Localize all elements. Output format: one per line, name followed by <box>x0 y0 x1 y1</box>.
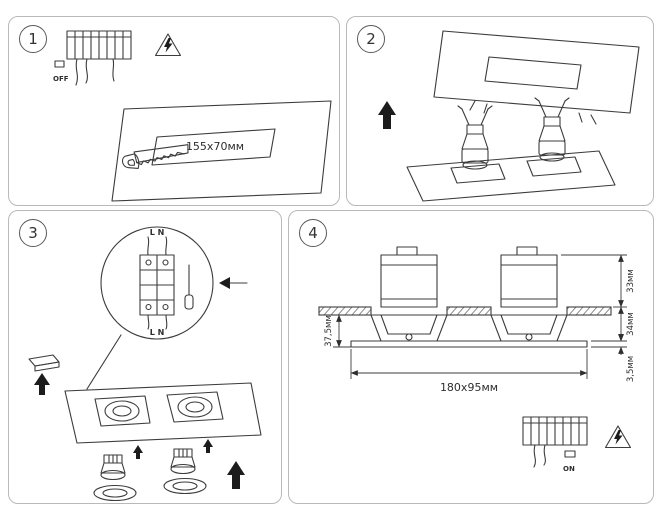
step2-drawing <box>378 30 640 202</box>
trim-ring <box>163 477 207 495</box>
ceiling-hole <box>484 56 582 90</box>
warning-lightning-icon <box>604 425 632 449</box>
panel-step-4: 4 <box>288 210 654 504</box>
switch-icon <box>54 60 65 68</box>
step4-drawing: 37,5мм 33мм 34мм 3,5мм 18 <box>318 246 636 473</box>
step-number-badge: 3 <box>19 219 47 247</box>
cutout-size-label: 155x70мм <box>186 140 244 153</box>
downlight-fixture <box>457 105 493 170</box>
power-on-label: ON <box>563 465 575 473</box>
lamp-housing <box>380 246 438 308</box>
switch-icon <box>564 450 576 458</box>
saw-icon <box>121 144 189 169</box>
up-arrow-icon <box>203 439 213 453</box>
up-arrow-icon <box>34 373 50 395</box>
terminal-label-top: L N <box>150 228 165 237</box>
vibration-marks <box>469 100 597 125</box>
dim-depth-label: 37,5мм <box>324 315 334 347</box>
terminal-block: ON <box>522 416 588 473</box>
step3-drawing: L N L N <box>28 226 262 502</box>
step-number-badge: 2 <box>357 25 385 53</box>
downlight-fixture <box>534 97 570 162</box>
step-number-badge: 4 <box>299 219 327 247</box>
cutout-rect <box>151 128 276 166</box>
left-arrow-icon <box>219 277 248 289</box>
ceiling-panel <box>433 30 640 114</box>
lamp-housing <box>500 246 558 308</box>
trim-frame <box>350 340 588 348</box>
dim-height-label: 33мм <box>626 269 636 293</box>
mounting-frame-topview <box>64 382 262 444</box>
terminal-block: OFF <box>53 30 132 86</box>
magnifier-circle <box>100 226 214 340</box>
lamp-bezel <box>370 314 448 342</box>
dimension-depth: 37,5мм <box>324 314 371 348</box>
power-off-label: OFF <box>53 75 69 83</box>
magnifier-leader-line <box>86 334 122 390</box>
terminal-label-bottom: L N <box>150 328 165 337</box>
step-number: 3 <box>28 224 38 242</box>
clip-bracket <box>28 354 60 372</box>
dim-frame-label: 3,5мм <box>626 356 636 382</box>
dimension-cutout: 180x95мм <box>350 349 588 394</box>
up-arrow-icon <box>378 101 396 129</box>
warning-lightning-icon <box>154 33 182 57</box>
gu10-bulb <box>100 454 126 481</box>
trim-ring <box>93 484 137 502</box>
ceiling-section <box>318 306 612 316</box>
panel-step-3: 3 L N L N <box>8 210 282 504</box>
ceiling-panel: 155x70мм <box>111 100 332 202</box>
dim-recess-label: 34мм <box>626 312 636 336</box>
dim-cutout-label: 180x95мм <box>440 381 498 394</box>
wiring-terminal <box>139 236 175 330</box>
gu10-bulb <box>170 448 196 475</box>
lamp-bezel <box>490 314 568 342</box>
up-arrow-icon <box>133 445 143 459</box>
panel-step-2: 2 <box>346 16 654 206</box>
step-number-badge: 1 <box>19 25 47 53</box>
up-arrow-icon <box>227 461 245 489</box>
mounting-plate <box>406 150 616 202</box>
step1-drawing: OFF 155x70мм <box>53 30 332 202</box>
step-number: 4 <box>308 224 318 242</box>
step-number: 1 <box>28 30 38 48</box>
panel-step-1: 1 OFF 155x70мм <box>8 16 340 206</box>
step-number: 2 <box>366 30 376 48</box>
dimension-right: 33мм 34мм 3,5мм <box>561 254 636 382</box>
screwdriver-icon <box>184 264 194 310</box>
